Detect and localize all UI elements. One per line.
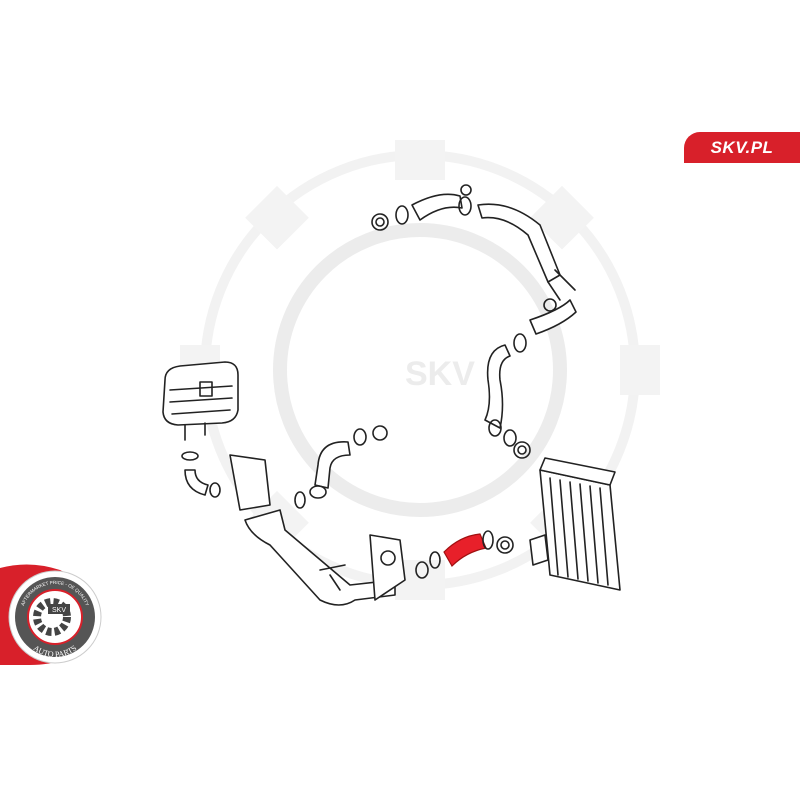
brand-badge: SKV AFTERMARKET PRICE - OE QUALITY AUTO … — [0, 564, 102, 665]
brand-banner: SKV.PL — [684, 132, 800, 163]
reservoir-tank — [162, 361, 239, 498]
intercooler — [529, 457, 621, 591]
highlighted-hose — [415, 530, 514, 579]
middle-hose-assembly — [229, 425, 406, 606]
watermark-text: SKV — [405, 355, 475, 393]
upper-hose-assembly — [371, 184, 577, 459]
badge-center-text: SKV — [52, 607, 66, 614]
site-label: SKV.PL — [710, 137, 774, 157]
